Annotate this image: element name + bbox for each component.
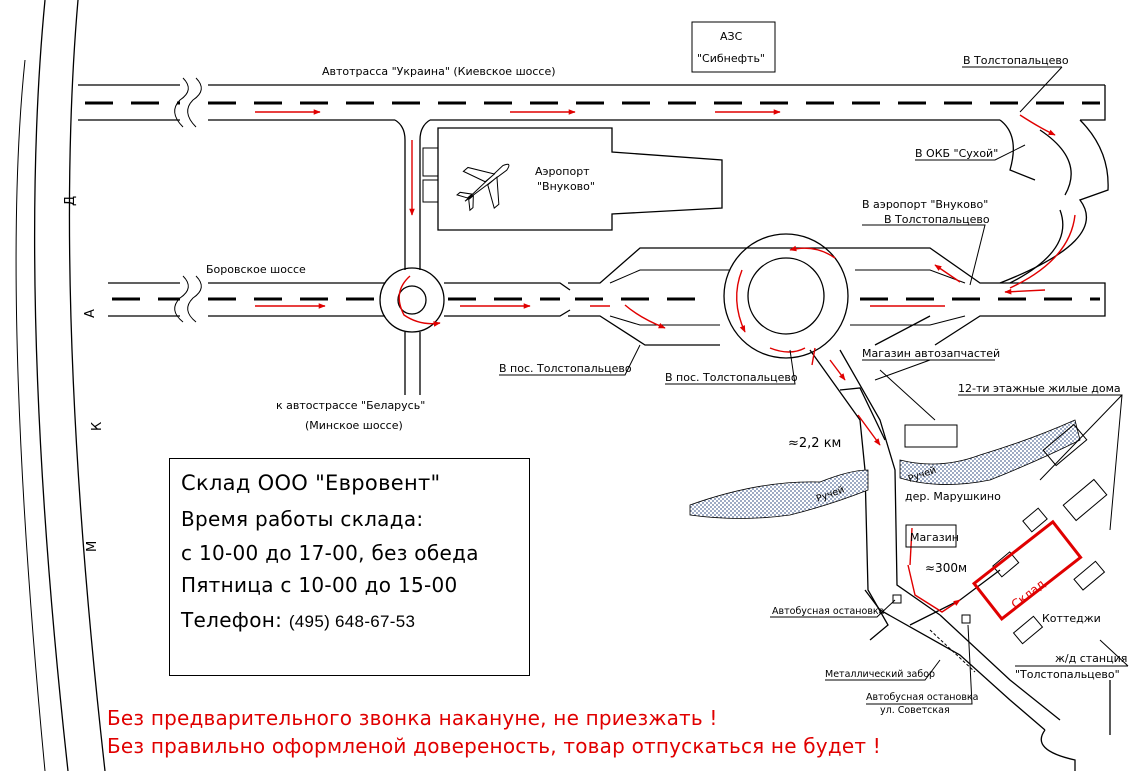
borovskoe-shosse [108,233,1106,395]
label-to-tolstopaltsevo-mid: В Толстопальцево [884,213,990,226]
airport-vnukovo [422,127,723,231]
info-phone-number[interactable]: (495) 648-67-53 [288,612,416,631]
warning-line-1: Без предварительного звонка накануне, не… [107,706,718,730]
label-station: ж/д станция [1055,652,1127,665]
right-interchange [999,114,1109,289]
label-okb-sukhoi: В ОКБ "Сухой" [915,147,998,160]
mkad-letter-a: А [83,309,98,318]
label-sibneft: "Сибнефть" [697,52,765,65]
mkad-letter-d: Д [63,196,78,206]
stream [689,419,1081,519]
label-borovskoe: Боровское шоссе [206,263,306,276]
road-to-warehouse [809,347,1111,771]
shop-box [905,524,957,548]
label-cottages: Коттеджи [1042,612,1101,625]
info-phone-row: Телефон: (495) 648-67-53 [181,608,415,632]
highway-ukraine [78,77,1106,128]
warehouse-building [971,519,1083,622]
label-residential: 12-ти этажные жилые дома [958,382,1121,395]
warning-line-2: Без правильно оформленой довереность, то… [107,734,882,758]
azs-box [691,21,776,73]
label-bus-stop: Автобусная остановка [772,606,885,617]
label-to-airport: В аэропорт "Внуково" [862,198,988,211]
label-metal-fence: Металлический забор [825,669,935,680]
info-hours-weekday: с 10-00 до 17-00, без обеда [181,541,479,565]
label-station-name: "Толстопальцево" [1015,668,1120,681]
mkad-letter-m: М [85,541,100,552]
label-shop: Магазин [910,531,959,544]
connector-road [394,119,431,270]
label-pos-tolstopaltsevo-1: В пос. Толстопальцево [499,362,632,375]
label-minsk-shosse: (Минское шоссе) [305,419,403,432]
label-bus-stop-sovetskaya: Автобусная остановка [866,692,979,703]
info-hours-friday: Пятница с 10-00 до 15-00 [181,573,458,597]
label-to-belarus: к автостраcсе "Беларусь" [276,399,425,412]
label-warehouse: Склад [1009,577,1048,612]
label-azs: АЗС [720,30,743,43]
label-distance-300: ≈300м [925,561,967,575]
label-vnukovo: "Внуково" [537,180,595,193]
leader-lines [499,66,1129,705]
label-pos-tolstopaltsevo-2: В пос. Толстопальцево [665,371,798,384]
label-sovetskaya-street: ул. Советская [880,705,950,716]
label-to-tolstopaltsevo-top: В Толстопальцево [963,54,1069,67]
warehouse-info-box: Склад ООО "Евровент" Время работы склада… [169,458,530,676]
label-village: дер. Марушкино [905,490,1001,503]
label-highway-ukraine: Автотрасса "Украина" (Киевское шоссе) [322,65,556,78]
buildings [892,423,1108,673]
label-auto-parts: Магазин автозапчастей [862,347,1000,360]
mkad-ring: Д А К М [15,0,106,771]
info-title: Склад ООО "Евровент" [181,471,441,495]
info-phone-label: Телефон: [181,608,283,632]
airplane-icon [456,163,510,212]
label-distance-22: ≈2,2 км [788,436,841,451]
mkad-letter-k: К [90,422,105,431]
info-hours-label: Время работы склада: [181,507,424,531]
label-airport: Аэропорт [535,165,590,178]
